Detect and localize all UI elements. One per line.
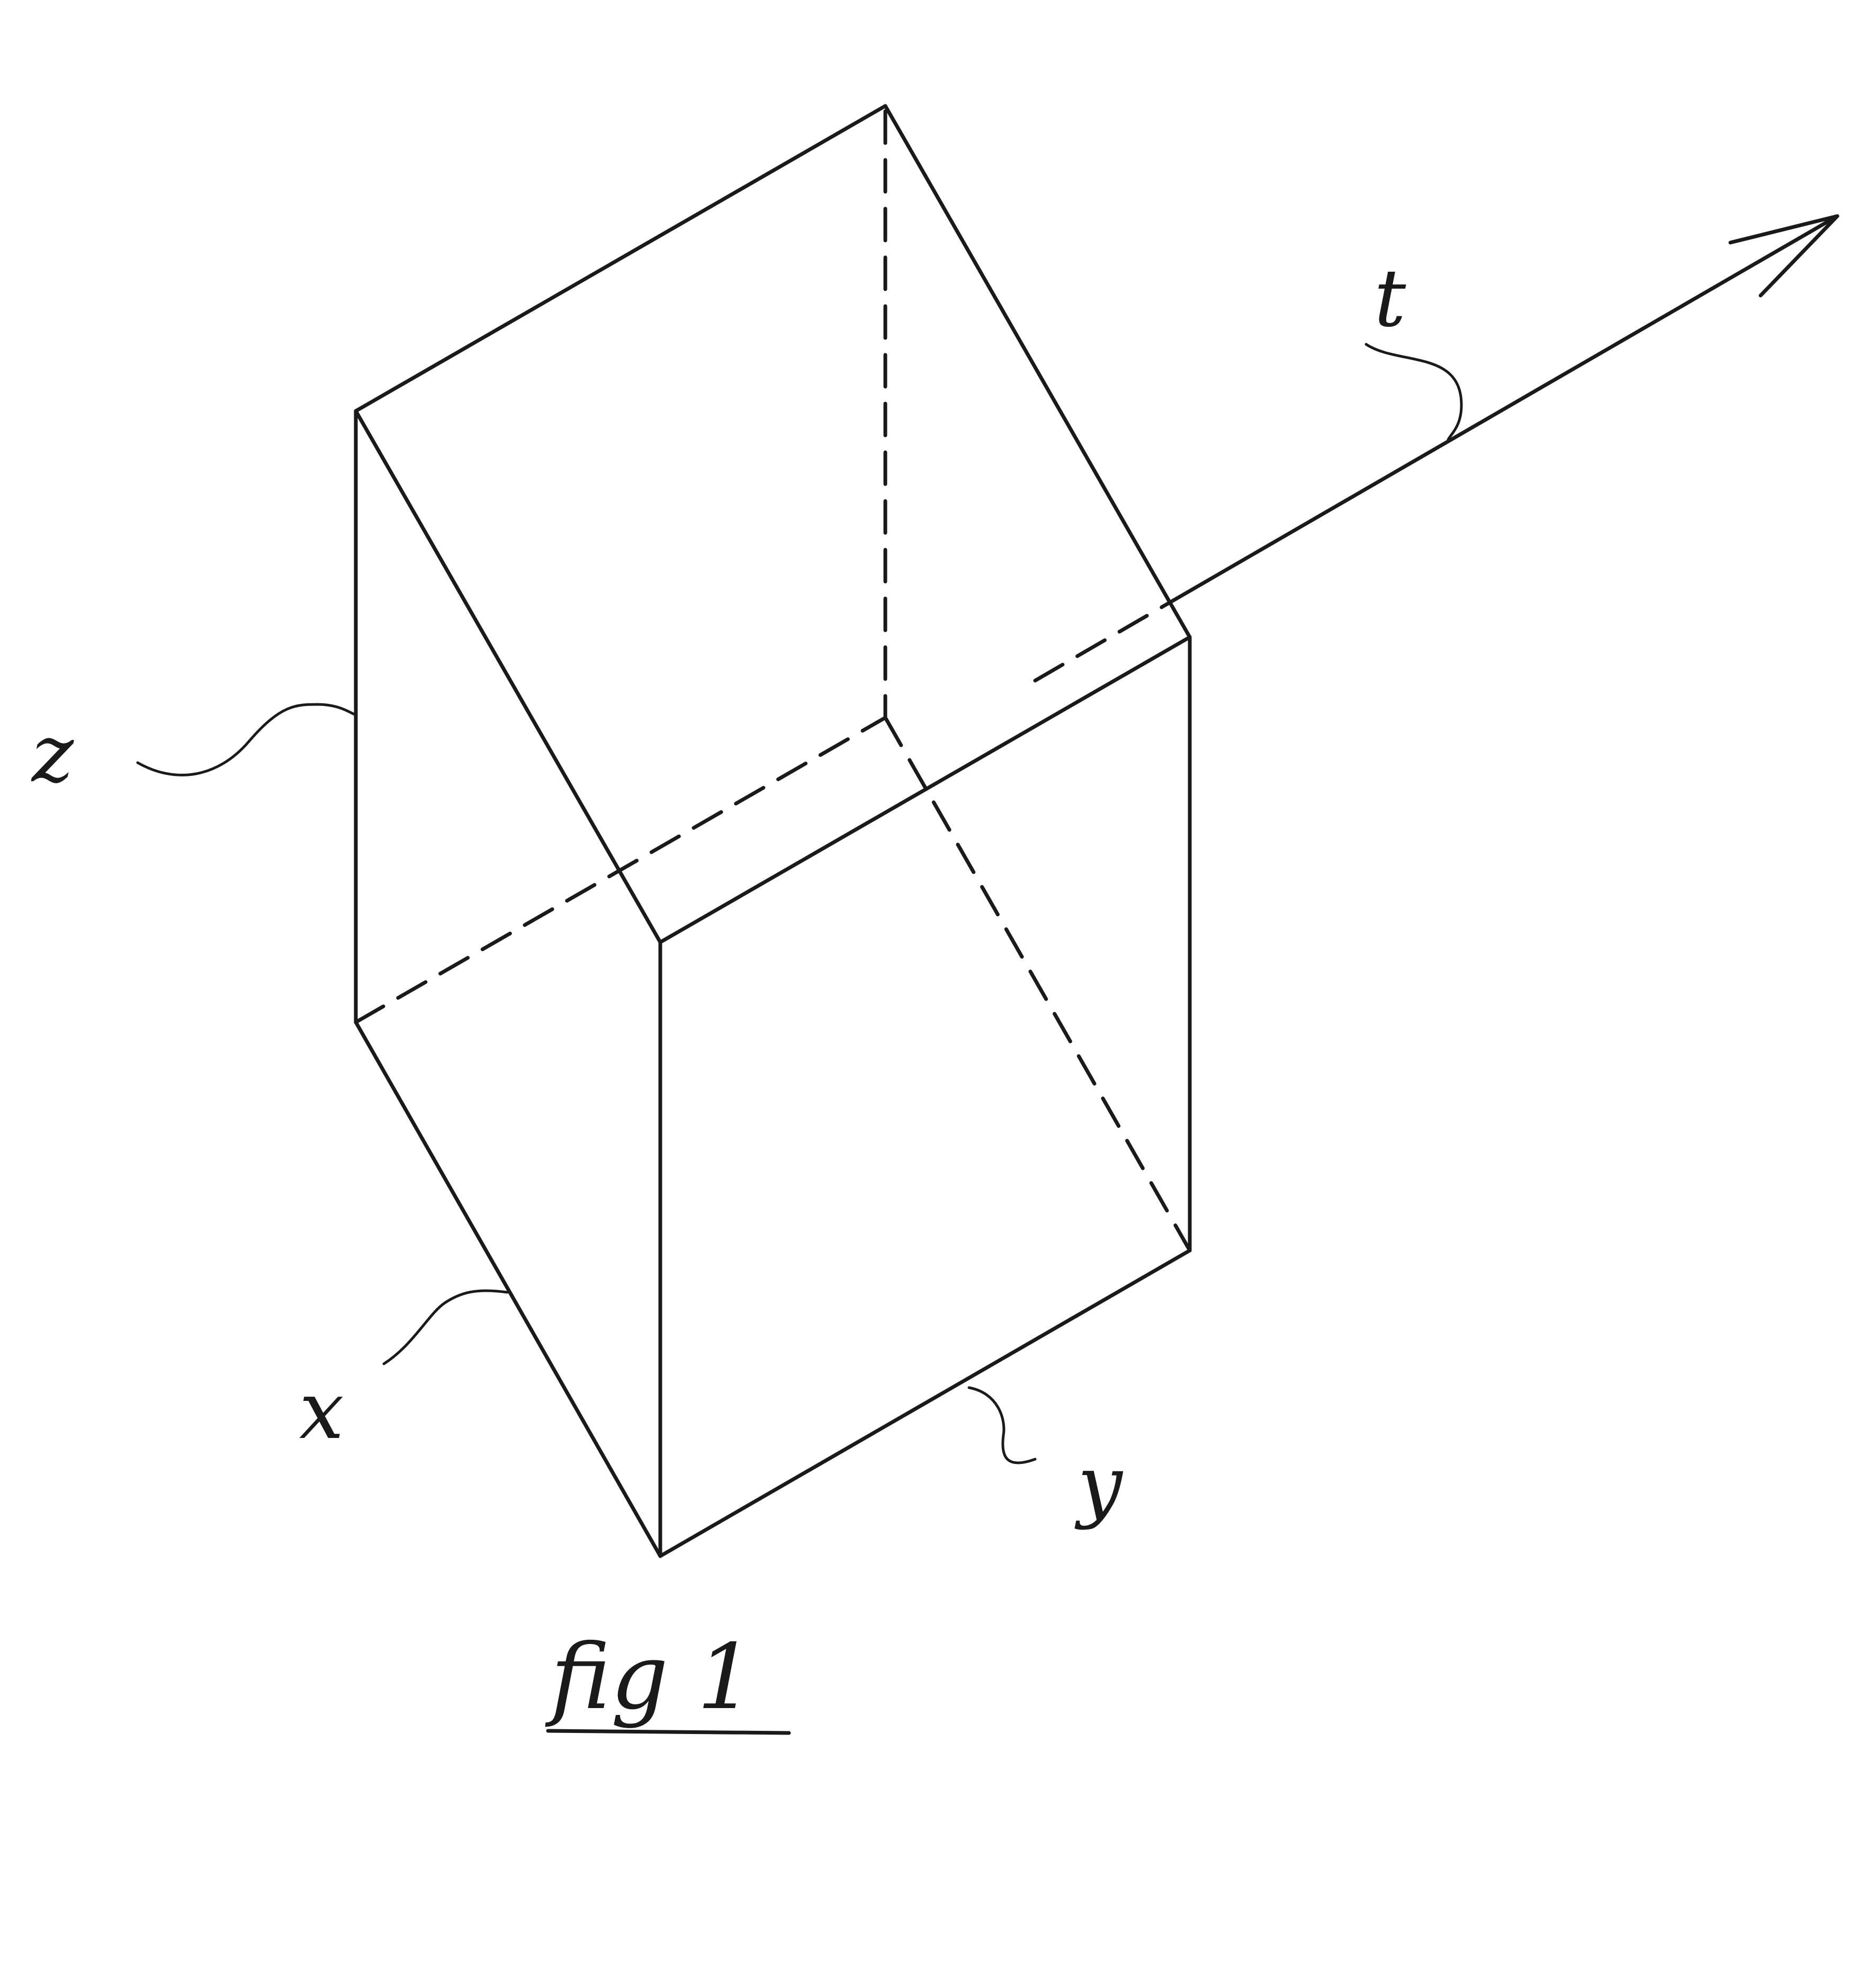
x-leader-line: [382, 1289, 509, 1365]
bottom-right-edge: [658, 1248, 1192, 1558]
caption-underline: [546, 1729, 791, 1735]
z-leader-line: [136, 703, 357, 776]
hidden-back-bottom-edge: [354, 716, 887, 1024]
label-y: y: [1074, 1439, 1124, 1531]
leader-lines: [136, 343, 1463, 1464]
top-front-edge: [658, 635, 1192, 944]
top-right-edge: [883, 104, 1192, 639]
label-z: z: [31, 708, 74, 800]
figure-caption: fig 1: [545, 1625, 754, 1730]
bottom-left-edge: [354, 1020, 662, 1558]
box-visible-edges: [354, 104, 1192, 1558]
t-axis-dashed-start: [1033, 602, 1170, 683]
t-axis-line: [1165, 214, 1839, 606]
label-t: t: [1374, 253, 1406, 345]
box-hidden-edges: [354, 109, 1192, 1253]
top-diagonal-edge: [354, 409, 662, 944]
t-axis-arrow: [1033, 214, 1839, 683]
hidden-right-bottom-edge: [883, 716, 1192, 1253]
label-x: x: [299, 1365, 344, 1457]
t-axis-arrowhead: [1728, 214, 1839, 298]
y-leader-line: [967, 1386, 1037, 1464]
t-leader-line: [1365, 343, 1463, 441]
top-left-edge: [354, 104, 887, 413]
